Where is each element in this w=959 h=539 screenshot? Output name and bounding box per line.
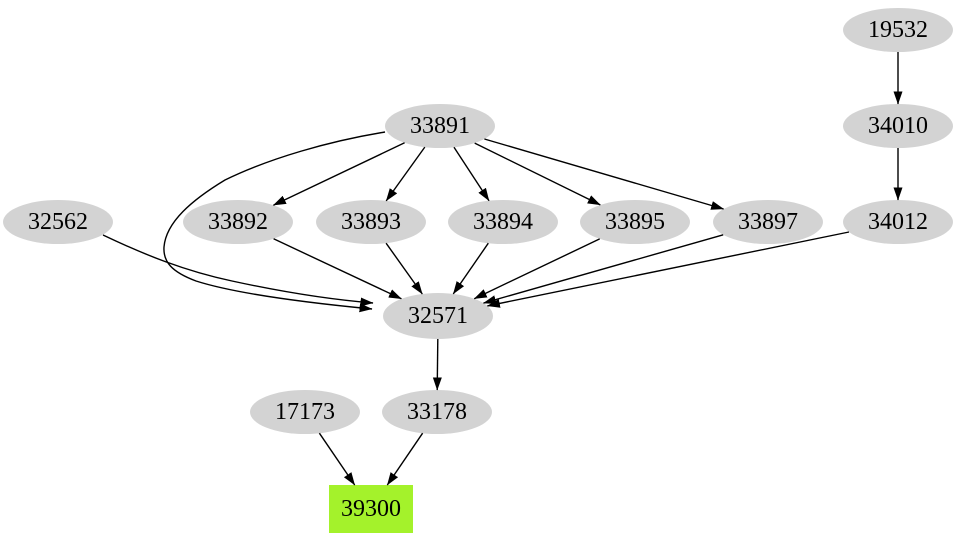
node-33897: 33897 — [713, 200, 823, 244]
edge-32571-33178 — [432, 338, 442, 391]
node-label-33894: 33894 — [473, 209, 533, 235]
node-shape-17173 — [250, 390, 360, 434]
node-label-19532: 19532 — [868, 17, 928, 43]
node-34012: 34012 — [843, 200, 953, 244]
edge-33892-32571 — [273, 238, 402, 300]
edge-17173-39300 — [318, 432, 356, 486]
node-label-34010: 34010 — [868, 113, 928, 139]
nodes-layer: 19532 33891 34010 32562 33892 33893 33894 33895… — [3, 8, 953, 533]
node-shape-32571 — [383, 293, 493, 339]
edge-33895-32571 — [473, 238, 601, 300]
node-label-33892: 33892 — [208, 209, 268, 235]
edge-33891-33892 — [272, 142, 405, 206]
edge-33891-33893 — [385, 146, 426, 202]
node-shape-32562 — [3, 200, 113, 244]
node-shape-19532 — [843, 8, 953, 52]
edge-33891-33897 — [484, 138, 725, 210]
edge-32562-32571 — [102, 234, 374, 307]
node-32571: 32571 — [383, 293, 493, 339]
edge-33891-32571 — [163, 131, 386, 313]
node-label-33893: 33893 — [341, 209, 401, 235]
edge-33897-32571 — [483, 234, 724, 305]
node-32562: 32562 — [3, 200, 113, 244]
node-shape-34012 — [843, 200, 953, 244]
node-label-33891: 33891 — [410, 113, 470, 139]
node-33178: 33178 — [382, 390, 492, 434]
node-shape-33892 — [183, 200, 293, 244]
edge-33894-32571 — [452, 242, 489, 295]
node-34010: 34010 — [843, 104, 953, 148]
node-shape-33178 — [382, 390, 492, 434]
node-33893: 33893 — [316, 200, 426, 244]
node-33895: 33895 — [580, 200, 690, 244]
node-shape-34010 — [843, 104, 953, 148]
node-19532: 19532 — [843, 8, 953, 52]
node-33892: 33892 — [183, 200, 293, 244]
edge-33893-32571 — [385, 242, 423, 295]
node-label-17173: 17173 — [275, 399, 335, 425]
edge-33178-39300 — [386, 432, 424, 486]
node-33894: 33894 — [448, 200, 558, 244]
edge-33891-33894 — [453, 146, 490, 202]
node-17173: 17173 — [250, 390, 360, 434]
node-39300: 39300 — [329, 485, 413, 533]
node-shape-33895 — [580, 200, 690, 244]
node-label-33895: 33895 — [605, 209, 665, 235]
node-shape-33891 — [385, 104, 495, 148]
node-label-39300: 39300 — [341, 496, 401, 522]
edges-layer — [102, 52, 903, 486]
edge-34012-32571 — [486, 231, 850, 308]
edge-33891-33895 — [474, 142, 601, 206]
node-label-32562: 32562 — [28, 209, 88, 235]
node-33891: 33891 — [385, 104, 495, 148]
node-shape-33894 — [448, 200, 558, 244]
node-label-33178: 33178 — [407, 399, 467, 425]
node-label-32571: 32571 — [408, 303, 468, 329]
node-label-33897: 33897 — [738, 209, 798, 235]
node-shape-33897 — [713, 200, 823, 244]
node-shape-39300 — [329, 485, 413, 533]
node-shape-33893 — [316, 200, 426, 244]
node-label-34012: 34012 — [868, 209, 928, 235]
